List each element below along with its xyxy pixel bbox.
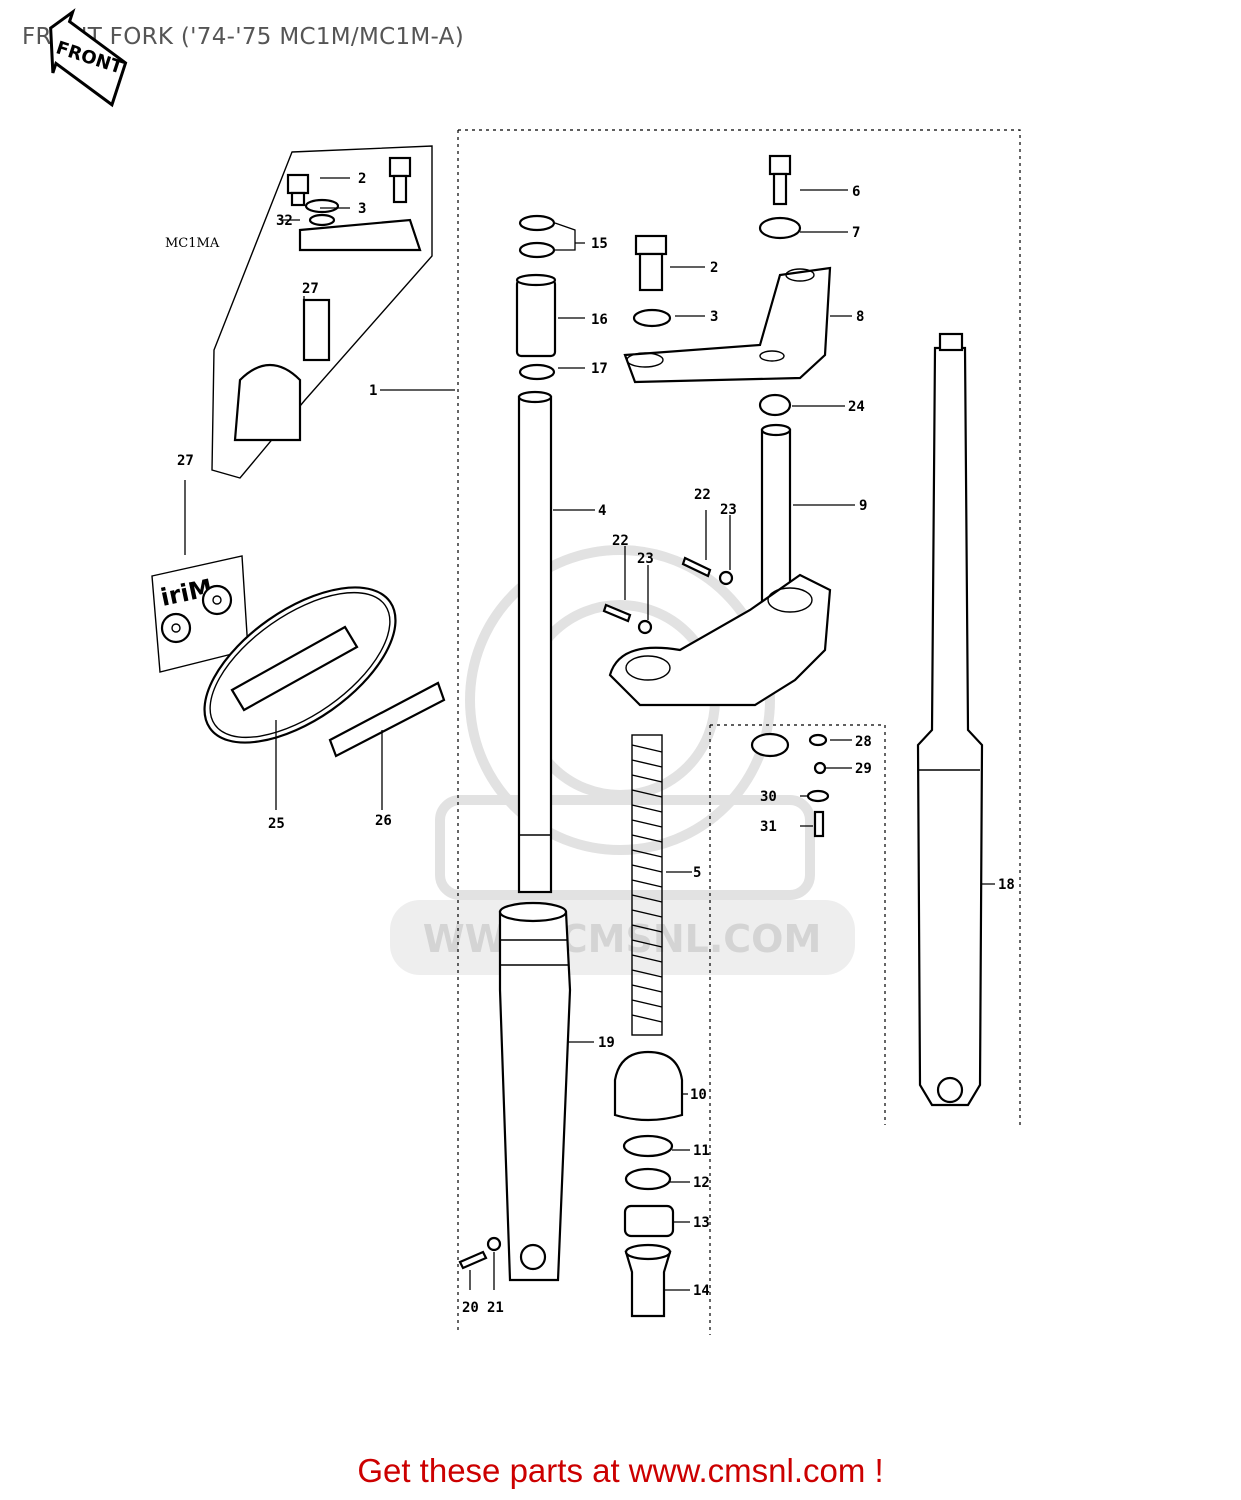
label-2: 2: [358, 171, 366, 187]
label-7: 7: [852, 225, 860, 241]
decal-set: iriM: [151, 555, 249, 673]
label-31: 31: [760, 819, 777, 835]
label-25: 25: [268, 816, 285, 832]
label-24: 24: [848, 399, 865, 415]
variant-label: MC1MA: [165, 236, 220, 251]
label-10: 10: [690, 1087, 707, 1103]
footer-link[interactable]: Get these parts at www.cmsnl.com !: [357, 1452, 884, 1489]
label-22: 22: [612, 533, 629, 549]
label-9: 9: [859, 498, 867, 514]
label-1: 1: [369, 383, 377, 399]
label-14: 14: [693, 1283, 710, 1299]
label-3: 3: [710, 309, 718, 325]
label-29: 29: [855, 761, 872, 777]
label-8: 8: [856, 309, 864, 325]
watermark-text: WWW.CMSNL.COM: [423, 917, 822, 961]
label-16: 16: [591, 312, 608, 328]
label-21: 21: [487, 1300, 504, 1316]
label-3: 3: [358, 201, 366, 217]
label-28: 28: [855, 734, 872, 750]
label-22: 22: [694, 487, 711, 503]
label-18: 18: [998, 877, 1015, 893]
label-27: 27: [177, 453, 194, 469]
label-5: 5: [693, 865, 701, 881]
label-15: 15: [591, 236, 608, 252]
front-arrow-badge: FRONT: [49, 8, 128, 108]
label-26: 26: [375, 813, 392, 829]
label-32: 32: [276, 213, 293, 229]
label-4: 4: [598, 503, 606, 519]
number-plate: [203, 586, 397, 744]
plate-strap: [328, 681, 446, 758]
label-19: 19: [598, 1035, 615, 1051]
label-17: 17: [591, 361, 608, 377]
label-13: 13: [693, 1215, 710, 1231]
label-11: 11: [693, 1143, 710, 1159]
fork-spring: [631, 734, 663, 1036]
label-6: 6: [852, 184, 860, 200]
label-27: 27: [302, 281, 319, 297]
mc1ma-variant-panel: [211, 145, 433, 479]
label-12: 12: [693, 1175, 710, 1191]
label-2: 2: [710, 260, 718, 276]
label-23: 23: [637, 551, 654, 567]
label-30: 30: [760, 789, 777, 805]
part-labels: 1 2 2 3 3 4 5 6 7 8 9 10 11 12 13 14 15 …: [165, 171, 1015, 1316]
front-fork-exploded-diagram: WWW.CMSNL.COM FRONT iriM: [49, 8, 1021, 1335]
label-23: 23: [720, 502, 737, 518]
label-20: 20: [462, 1300, 479, 1316]
